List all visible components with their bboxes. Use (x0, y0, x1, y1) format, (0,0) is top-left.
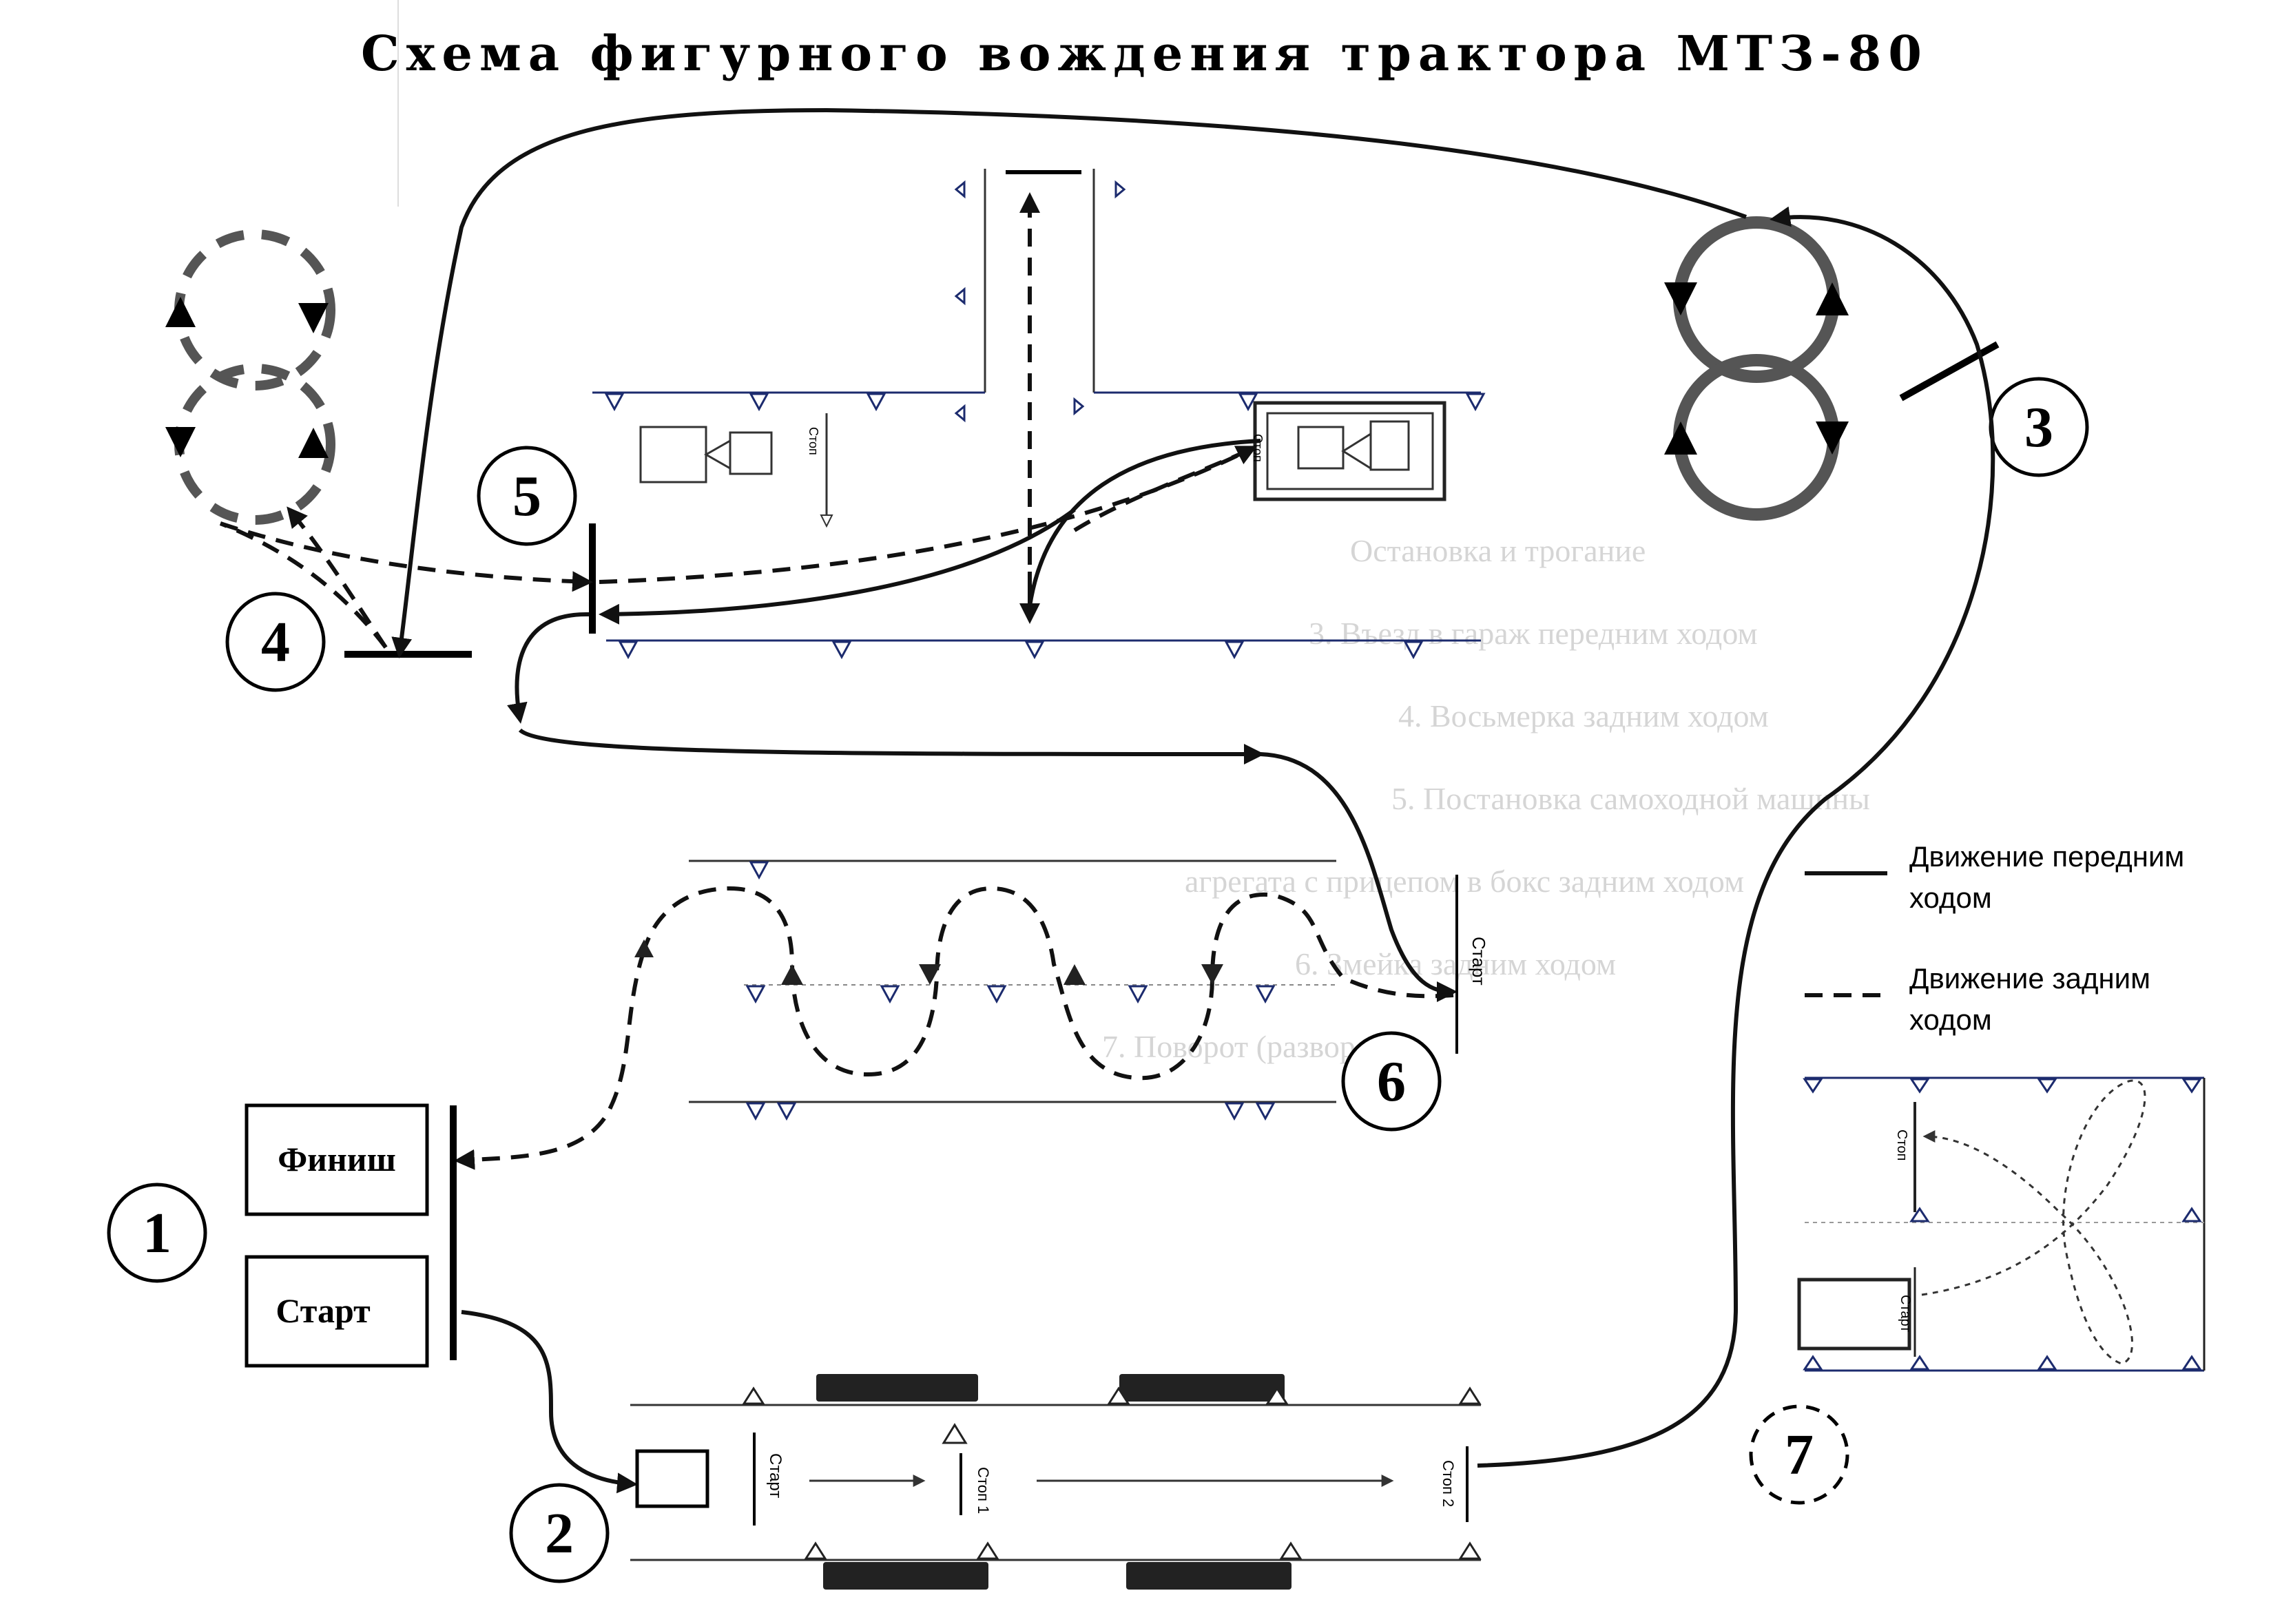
reverse-path (454, 950, 646, 1170)
legend-reverse-label: ходом (1909, 1003, 1992, 1036)
background-list-item: 3. Въезд в гараж передним ходом (1309, 616, 1758, 651)
tractor (635, 1449, 709, 1508)
direction-arrow (165, 297, 196, 327)
direction-arrow (634, 939, 654, 957)
forward-path (1260, 752, 1458, 1002)
forward-path (1477, 206, 1995, 1468)
stop-label: Стоп (1894, 1129, 1909, 1160)
svg-text:6: 6 (1377, 1050, 1406, 1114)
direction-arrow (1816, 282, 1849, 315)
station-4-marker: 4 (225, 592, 326, 692)
start-label: Старт (766, 1453, 785, 1498)
station-5-marker: 5 (477, 446, 577, 546)
station-3-marker: 3 (1989, 377, 2089, 477)
svg-text:5: 5 (512, 464, 541, 528)
direction-arrow (298, 303, 329, 333)
direction-arrow (919, 964, 941, 985)
legend-forward-label: Движение передним (1909, 840, 2184, 873)
svg-text:1: 1 (143, 1201, 172, 1265)
reverse-path (220, 521, 593, 592)
stop-2-label: Стоп 2 (1440, 1460, 1457, 1507)
legend: Движение передним ходом Движение задним … (1805, 840, 2184, 1036)
direction-arrow (165, 427, 196, 457)
station-6-snake: Старт (454, 860, 1489, 1170)
background-list: Остановка и трогание 3. Въезд в гараж пе… (1102, 533, 1870, 1064)
stop-1-label: Стоп 1 (975, 1467, 992, 1514)
background-list-item: 4. Восьмерка задним ходом (1398, 698, 1769, 733)
station-markers: 1 2 3 4 5 6 7 (107, 377, 2089, 1583)
forward-path (518, 728, 1265, 764)
station-5-garage-area: Стоп Стоп (589, 169, 1486, 660)
stop-label: Стоп (807, 427, 820, 455)
direction-arrow (781, 964, 803, 985)
turnaround-tractor (1797, 1278, 1911, 1351)
direction-arrow (1064, 964, 1086, 985)
forward-path (1028, 439, 1261, 607)
finish-box (245, 1103, 429, 1216)
station-6-marker: 6 (1341, 1031, 1442, 1132)
station-7-turnaround: Стоп Старт (1797, 1076, 2206, 1372)
reverse-path (599, 446, 1255, 584)
direction-arrow (1201, 964, 1223, 985)
background-list-item: 5. Постановка самоходной машины (1391, 781, 1870, 816)
station-7-marker: 7 (1749, 1404, 1849, 1505)
station-1-marker: 1 (107, 1183, 207, 1283)
reverse-path (642, 886, 1454, 1081)
direction-arrow (1664, 421, 1697, 455)
finish-label: Финиш (278, 1140, 396, 1178)
reverse-path (219, 521, 388, 649)
station-2-marker: 2 (509, 1483, 610, 1583)
background-list-item: 7. Поворот (разворот) (1102, 1029, 1396, 1064)
station-4-figure-eight (165, 229, 335, 525)
start-label: Старт (1898, 1295, 1913, 1332)
legend-reverse-label: Движение задним (1909, 962, 2150, 995)
direction-arrow (1816, 421, 1849, 455)
station-1-start-finish: Финиш Старт (245, 1103, 457, 1368)
svg-text:2: 2 (545, 1501, 574, 1565)
reverse-path (287, 506, 388, 649)
start-label: Старт (1469, 937, 1489, 986)
forward-path (599, 508, 1076, 625)
svg-text:3: 3 (2024, 395, 2053, 459)
direction-arrow (298, 428, 329, 458)
station-2-stop-corridor: Старт Стоп 1 Стоп 2 (630, 1374, 1482, 1590)
svg-text:4: 4 (261, 610, 290, 674)
svg-text:7: 7 (1785, 1423, 1814, 1487)
background-list-item: агрегата с прицепом в бокс задним ходом (1185, 864, 1744, 899)
start-box (245, 1255, 429, 1368)
start-label: Старт (276, 1291, 370, 1330)
forward-path (391, 107, 1747, 658)
background-list-item: Остановка и трогание (1350, 533, 1646, 568)
station-3-figure-eight (1664, 216, 1849, 521)
forward-path (461, 1310, 638, 1494)
legend-forward-label: ходом (1909, 882, 1992, 914)
page-title: Схема фигурного вождения трактора МТЗ-80 (361, 25, 1929, 82)
forward-path (507, 612, 590, 724)
direction-arrow (1664, 282, 1697, 315)
